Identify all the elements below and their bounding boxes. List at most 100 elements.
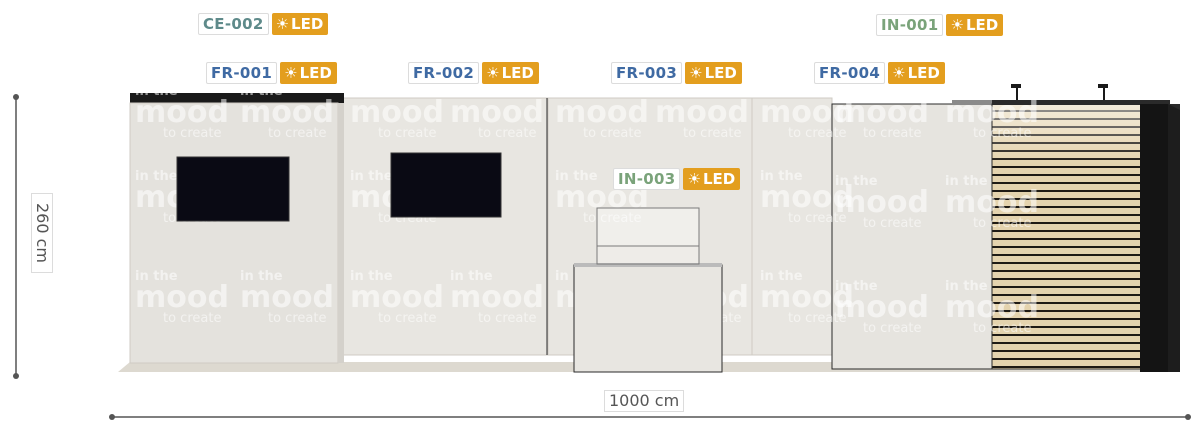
tag-fr-004[interactable]: FR-004 ☀LED	[814, 62, 945, 84]
svg-text:to create: to create	[478, 126, 536, 141]
tag-code: IN-003	[613, 168, 681, 190]
svg-text:in the: in the	[760, 169, 803, 184]
led-badge: ☀LED	[271, 13, 329, 35]
sun-icon: ☀	[892, 64, 906, 82]
svg-text:to create: to create	[973, 321, 1031, 336]
dark-cabinet	[1140, 104, 1180, 372]
svg-text:mood: mood	[135, 280, 229, 315]
screen-center	[390, 152, 502, 218]
tag-in-003[interactable]: IN-003 ☀LED	[613, 168, 741, 190]
sun-icon: ☀	[275, 15, 290, 33]
panel-fr-004	[831, 103, 993, 370]
sun-icon: ☀	[687, 170, 701, 188]
svg-text:to create: to create	[973, 126, 1031, 141]
svg-text:mood: mood	[350, 280, 444, 315]
svg-text:mood: mood	[835, 290, 929, 325]
svg-text:in the: in the	[760, 269, 803, 284]
svg-text:mood: mood	[350, 95, 444, 130]
svg-text:mood: mood	[240, 280, 334, 315]
svg-text:mood: mood	[450, 95, 544, 130]
svg-text:in the: in the	[945, 174, 988, 189]
sun-icon: ☀	[486, 64, 500, 82]
sun-icon: ☀	[284, 64, 298, 82]
svg-text:to create: to create	[863, 321, 921, 336]
dimension-horizontal	[109, 414, 1191, 420]
svg-text:mood: mood	[760, 280, 854, 315]
svg-text:in the: in the	[135, 169, 178, 184]
svg-text:mood: mood	[760, 180, 854, 215]
svg-text:in the: in the	[135, 84, 178, 99]
svg-text:in the: in the	[945, 84, 988, 99]
svg-text:to create: to create	[788, 126, 846, 141]
svg-text:in the: in the	[450, 269, 493, 284]
svg-text:in the: in the	[555, 84, 598, 99]
height-dimension-label: 260 cm	[31, 193, 53, 273]
tag-ce-002[interactable]: CE-002 ☀LED	[198, 13, 329, 35]
svg-text:in the: in the	[835, 174, 878, 189]
tag-fr-002[interactable]: FR-002 ☀LED	[408, 62, 539, 84]
tag-code: FR-001	[206, 62, 278, 84]
spotlight-icon	[1011, 84, 1021, 100]
tag-code: CE-002	[198, 13, 269, 35]
svg-text:in the: in the	[240, 269, 283, 284]
svg-text:to create: to create	[788, 211, 846, 226]
svg-text:mood: mood	[945, 95, 1039, 130]
svg-text:to create: to create	[863, 126, 921, 141]
tag-code: IN-001	[876, 14, 944, 36]
svg-text:to create: to create	[788, 311, 846, 326]
svg-text:to create: to create	[583, 211, 641, 226]
svg-text:to create: to create	[378, 311, 436, 326]
svg-text:to create: to create	[378, 126, 436, 141]
svg-text:in the: in the	[135, 269, 178, 284]
svg-text:in the: in the	[760, 84, 803, 99]
svg-text:in the: in the	[450, 84, 493, 99]
sun-icon: ☀	[950, 16, 964, 34]
sun-icon: ☀	[689, 64, 703, 82]
led-badge: ☀LED	[280, 62, 337, 84]
tag-fr-001[interactable]: FR-001 ☀LED	[206, 62, 337, 84]
dimension-vertical	[13, 94, 19, 379]
svg-text:to create: to create	[478, 311, 536, 326]
svg-text:in the: in the	[655, 84, 698, 99]
svg-text:to create: to create	[973, 216, 1031, 231]
svg-text:to create: to create	[583, 126, 641, 141]
svg-text:to create: to create	[683, 126, 741, 141]
spotlight-icon	[1098, 84, 1108, 100]
svg-text:mood: mood	[835, 95, 929, 130]
width-dimension-label: 1000 cm	[604, 390, 685, 412]
tower-ce-002	[129, 93, 344, 364]
svg-text:mood: mood	[240, 95, 334, 130]
svg-text:in the: in the	[945, 279, 988, 294]
led-badge: ☀LED	[888, 62, 945, 84]
svg-text:in the: in the	[350, 84, 393, 99]
svg-text:mood: mood	[450, 280, 544, 315]
tag-code: FR-002	[408, 62, 480, 84]
svg-text:mood: mood	[760, 95, 854, 130]
svg-text:in the: in the	[555, 169, 598, 184]
tag-fr-003[interactable]: FR-003 ☀LED	[611, 62, 742, 84]
svg-text:to create: to create	[163, 126, 221, 141]
svg-text:mood: mood	[135, 95, 229, 130]
tag-in-001[interactable]: IN-001 ☀LED	[876, 14, 1004, 36]
svg-text:mood: mood	[835, 185, 929, 220]
tag-code: FR-003	[611, 62, 683, 84]
